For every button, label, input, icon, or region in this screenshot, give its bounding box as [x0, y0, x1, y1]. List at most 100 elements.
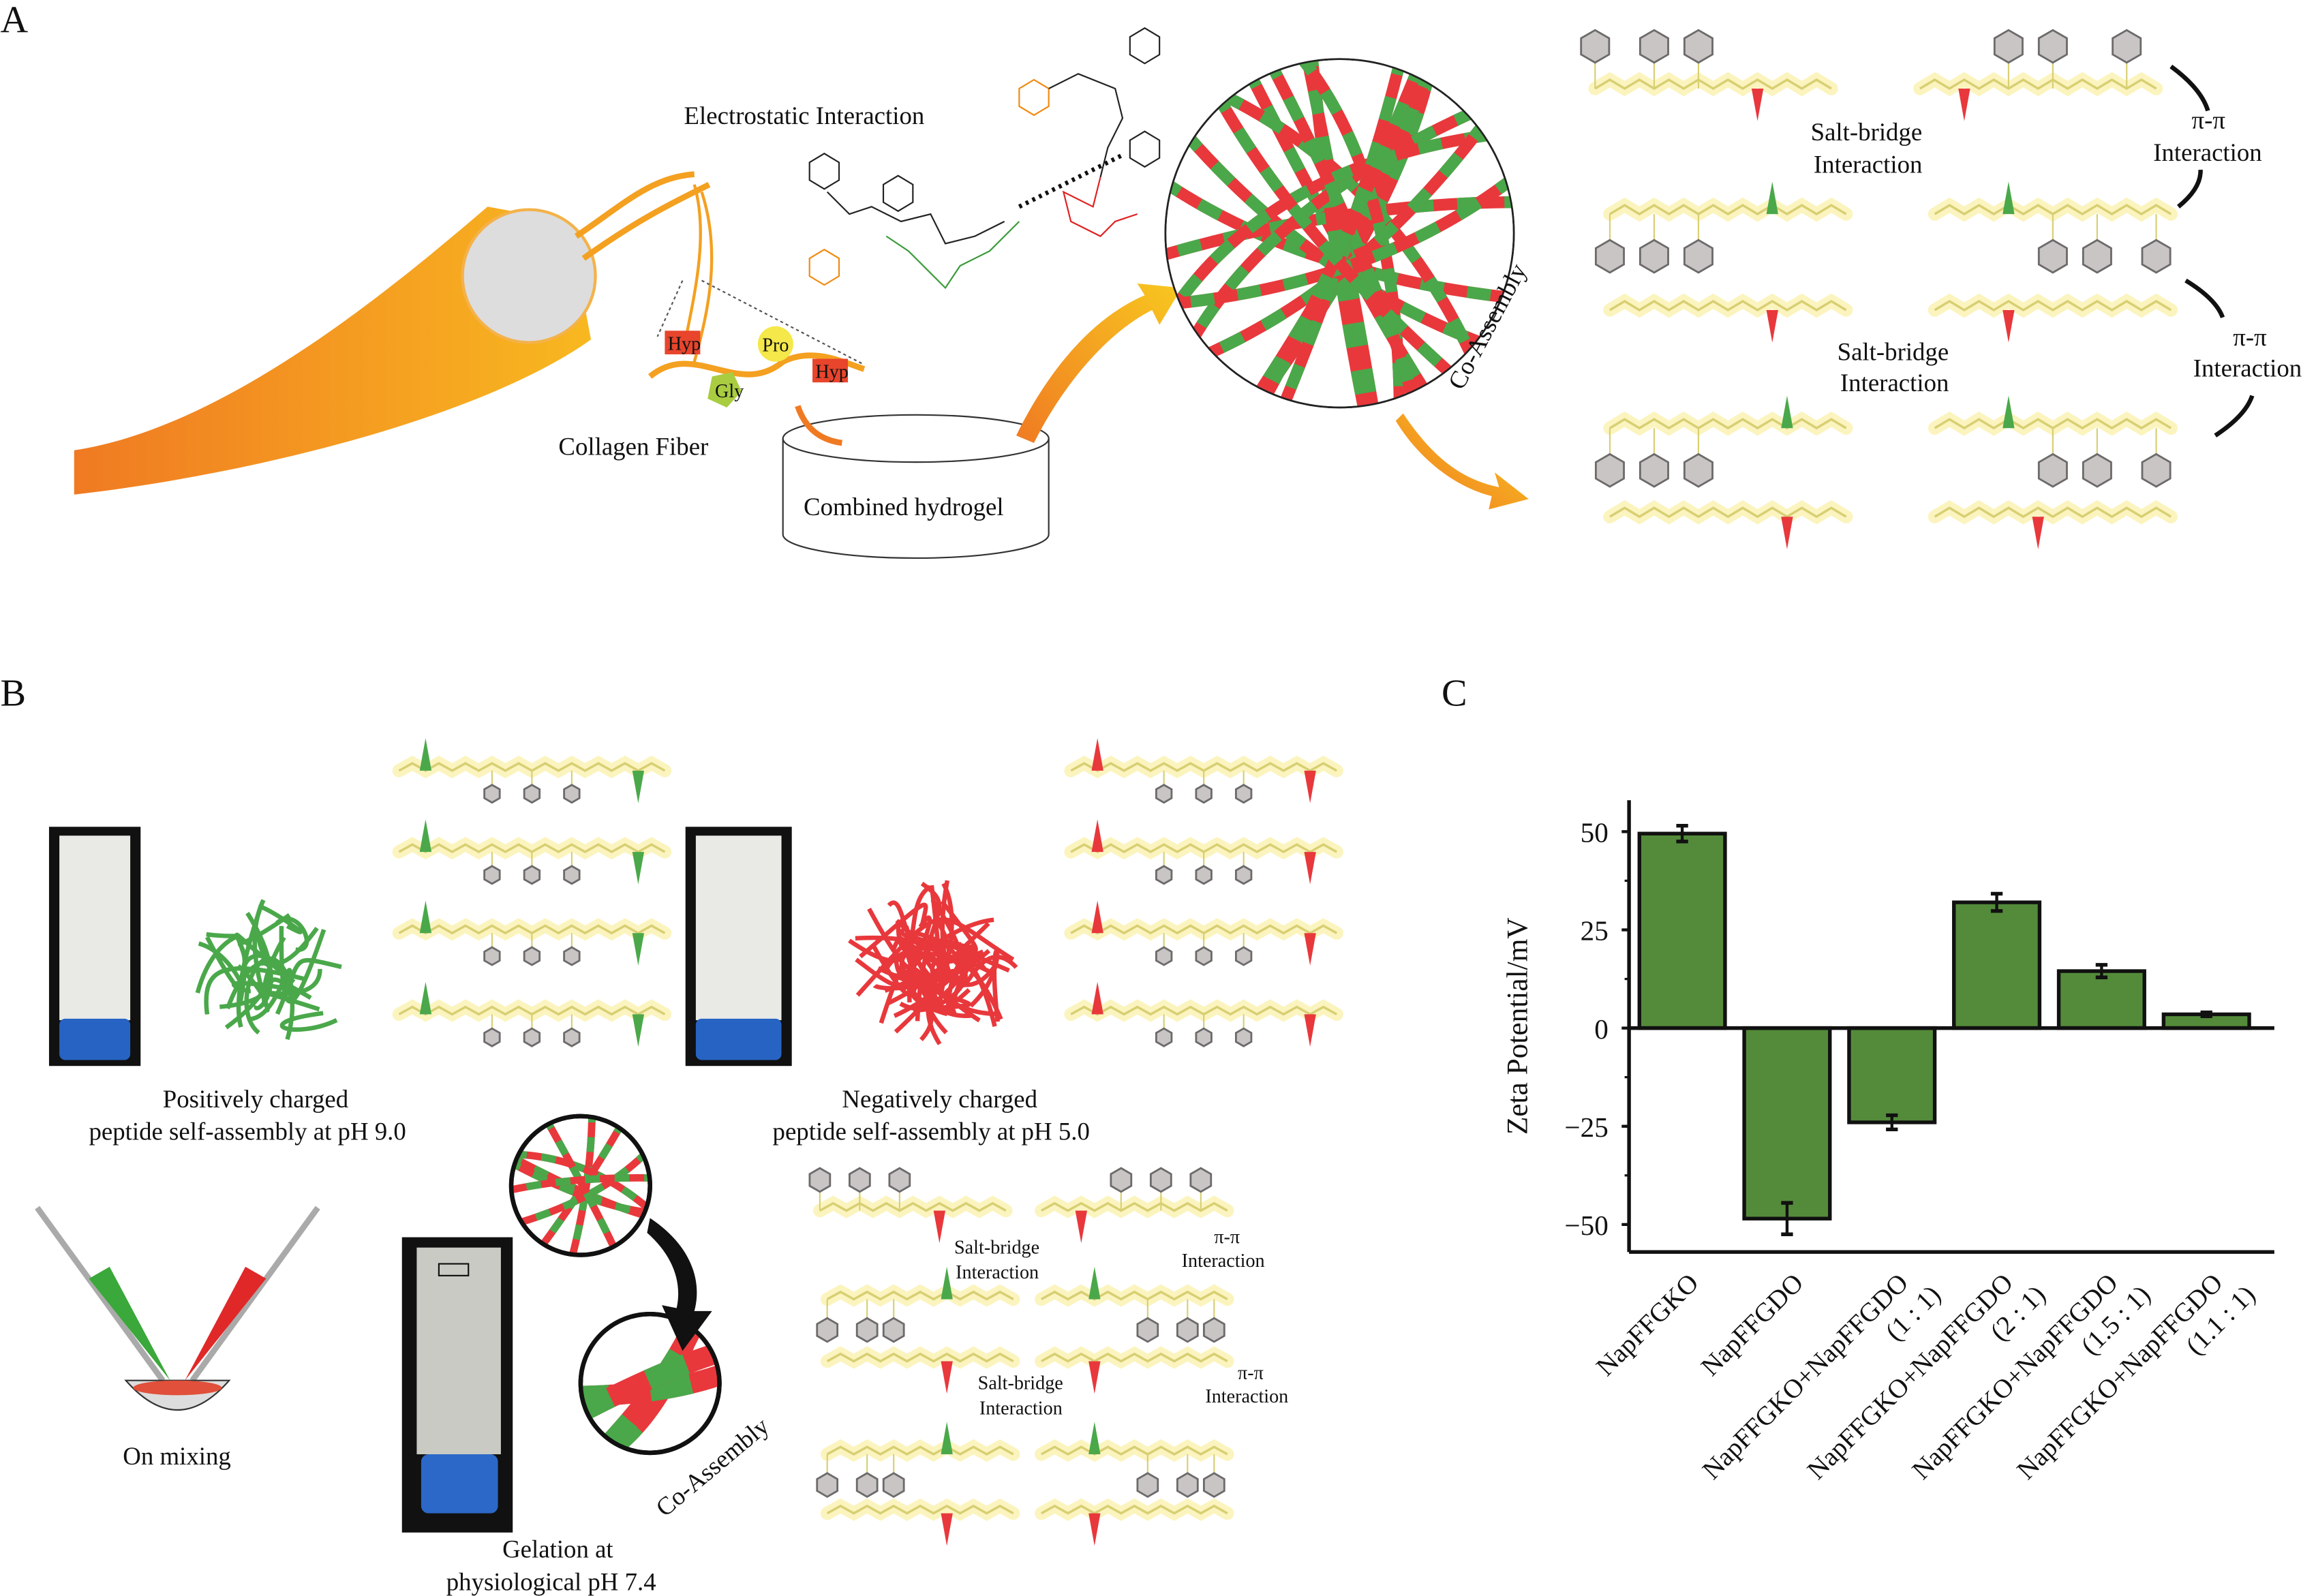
positive-label: Positively charged	[163, 1085, 348, 1113]
phenyl-ring-icon	[1234, 1027, 1253, 1047]
phenyl-ring-icon	[1176, 1472, 1199, 1499]
fiber-strand	[234, 932, 296, 984]
phenyl-ring-icon	[523, 1027, 541, 1047]
positive-charge-icon	[2002, 395, 2015, 429]
y-tick-label: 25	[1581, 915, 1609, 947]
peptide-chain	[1609, 299, 1847, 311]
phenyl-ring-icon	[1202, 1472, 1225, 1499]
positive-fiber-tangle	[195, 899, 342, 1041]
bar	[1637, 831, 1727, 1030]
svg-text:Hyp: Hyp	[815, 362, 849, 383]
salt-bridge-label: Salt-bridge	[1838, 338, 1949, 366]
negative-charge-icon	[1088, 1361, 1101, 1394]
fiber-strand	[245, 912, 273, 1011]
fiber-strand	[855, 921, 990, 989]
curved-arrow-icon	[2184, 278, 2225, 319]
phenyl-ring-icon	[563, 865, 581, 885]
salt-bridge-label: Interaction	[1814, 150, 1923, 178]
fiber-strand	[855, 917, 1015, 997]
fiber-strand	[275, 957, 342, 1015]
phenyl-ring-icon	[2037, 452, 2068, 488]
negative-charge-icon	[1958, 88, 1970, 121]
phenyl-ring-icon	[1234, 865, 1253, 885]
phenyl-ring-icon	[1683, 239, 1713, 274]
phenyl-ring-icon	[1202, 1317, 1225, 1343]
phenyl-ring-icon	[2037, 239, 2068, 274]
negative-charge-icon	[1091, 900, 1103, 934]
fiber-red	[511, 1173, 650, 1197]
peptide-chain	[1609, 204, 1847, 216]
phenyl-ring-icon	[2082, 452, 2112, 488]
fiber-strand	[279, 1011, 338, 1032]
collagen-fiber-illustration	[74, 171, 866, 495]
phenyl-ring-icon	[849, 1167, 871, 1193]
peptide-chain	[1609, 418, 1847, 430]
residue-gly: Gly	[707, 371, 744, 408]
phenyl-ring-icon	[1195, 865, 1213, 885]
phenyl-ring-icon	[816, 1472, 839, 1499]
fiber-green	[1165, 155, 1514, 313]
positive-charge-icon	[419, 981, 432, 1015]
pi-pi-label: π-π	[1238, 1363, 1264, 1384]
peptide-chain	[1934, 506, 2172, 519]
fiber-group	[1165, 59, 1514, 408]
co-assembly-network	[1164, 58, 1515, 409]
negative-charge-icon	[1304, 852, 1316, 885]
molecule-structures	[808, 27, 1161, 290]
positive-charge-icon	[632, 933, 645, 966]
phenyl-ring-icon	[1176, 1317, 1199, 1343]
pi-pi-label: Interaction	[2153, 138, 2262, 166]
phenyl-ring-icon	[1195, 784, 1213, 804]
negative-charge-icon	[1091, 819, 1103, 853]
zeta-potential-chart: Zeta Potential/mV 50250−25−50NapFFGKONap…	[1502, 800, 2274, 1485]
negative-charge-icon	[1781, 517, 1793, 549]
positive-charge-icon	[1088, 1422, 1101, 1455]
positive-charge-icon	[632, 770, 645, 803]
negative-charge-icon	[2032, 517, 2044, 549]
pipettes-mixing-icon	[35, 1206, 320, 1411]
phenyl-ring-icon	[1234, 784, 1253, 804]
arrow-icon	[1016, 283, 1182, 443]
residue-pro: Pro	[757, 326, 793, 362]
positive-charge-icon	[419, 900, 432, 934]
vial-positive-photo	[48, 827, 141, 1066]
phenyl-ring-icon	[1136, 1472, 1159, 1499]
co-assembly-zoom-large	[578, 1311, 722, 1456]
electrostatic-interaction-label: Electrostatic Interaction	[684, 102, 925, 129]
phenyl-ring-icon	[1155, 1027, 1173, 1047]
svg-text:Gly: Gly	[715, 381, 744, 402]
phenyl-ring-icon	[1155, 784, 1173, 804]
peptide-stacking-diagram-a	[1580, 29, 2255, 549]
bar	[2056, 969, 2146, 1030]
fiber-green	[511, 1150, 650, 1220]
fiber-green	[1165, 161, 1514, 307]
positive-charge-icon	[419, 819, 432, 853]
negative-charge-icon	[1304, 1014, 1316, 1047]
y-tick-label: 50	[1581, 817, 1609, 848]
y-tick-label: −25	[1564, 1111, 1608, 1143]
positive-charge-icon	[2002, 181, 2015, 215]
phenyl-ring-icon	[1594, 452, 1625, 488]
negative-charge-icon	[941, 1361, 953, 1394]
negative-charge-icon	[1766, 309, 1778, 343]
peptide-chain	[1041, 1445, 1228, 1456]
phenyl-ring-icon	[483, 865, 501, 885]
negative-charge-icon	[2002, 309, 2015, 343]
fiber-strand	[898, 930, 943, 987]
pi-pi-label: π-π	[1214, 1227, 1240, 1248]
y-tick-label: 0	[1594, 1013, 1609, 1045]
beaker-icon	[782, 414, 1050, 559]
negative-charge-icon	[1088, 1513, 1101, 1546]
phenyl-ring-icon	[1234, 946, 1253, 966]
fiber-green	[1200, 70, 1478, 399]
phenyl-ring-icon	[483, 946, 501, 966]
phenyl-ring-icon	[816, 1317, 839, 1343]
positive-charge-icon	[632, 1014, 645, 1047]
phenyl-ring-icon	[523, 865, 541, 885]
phenyl-ring-icon	[1683, 29, 1713, 64]
phenyl-ring-icon	[2112, 29, 2142, 64]
phenyl-ring-icon	[2082, 239, 2112, 274]
phenyl-ring-icon	[2141, 452, 2172, 488]
positive-charge-icon	[1766, 181, 1778, 215]
negative-charge-icon	[941, 1513, 953, 1546]
